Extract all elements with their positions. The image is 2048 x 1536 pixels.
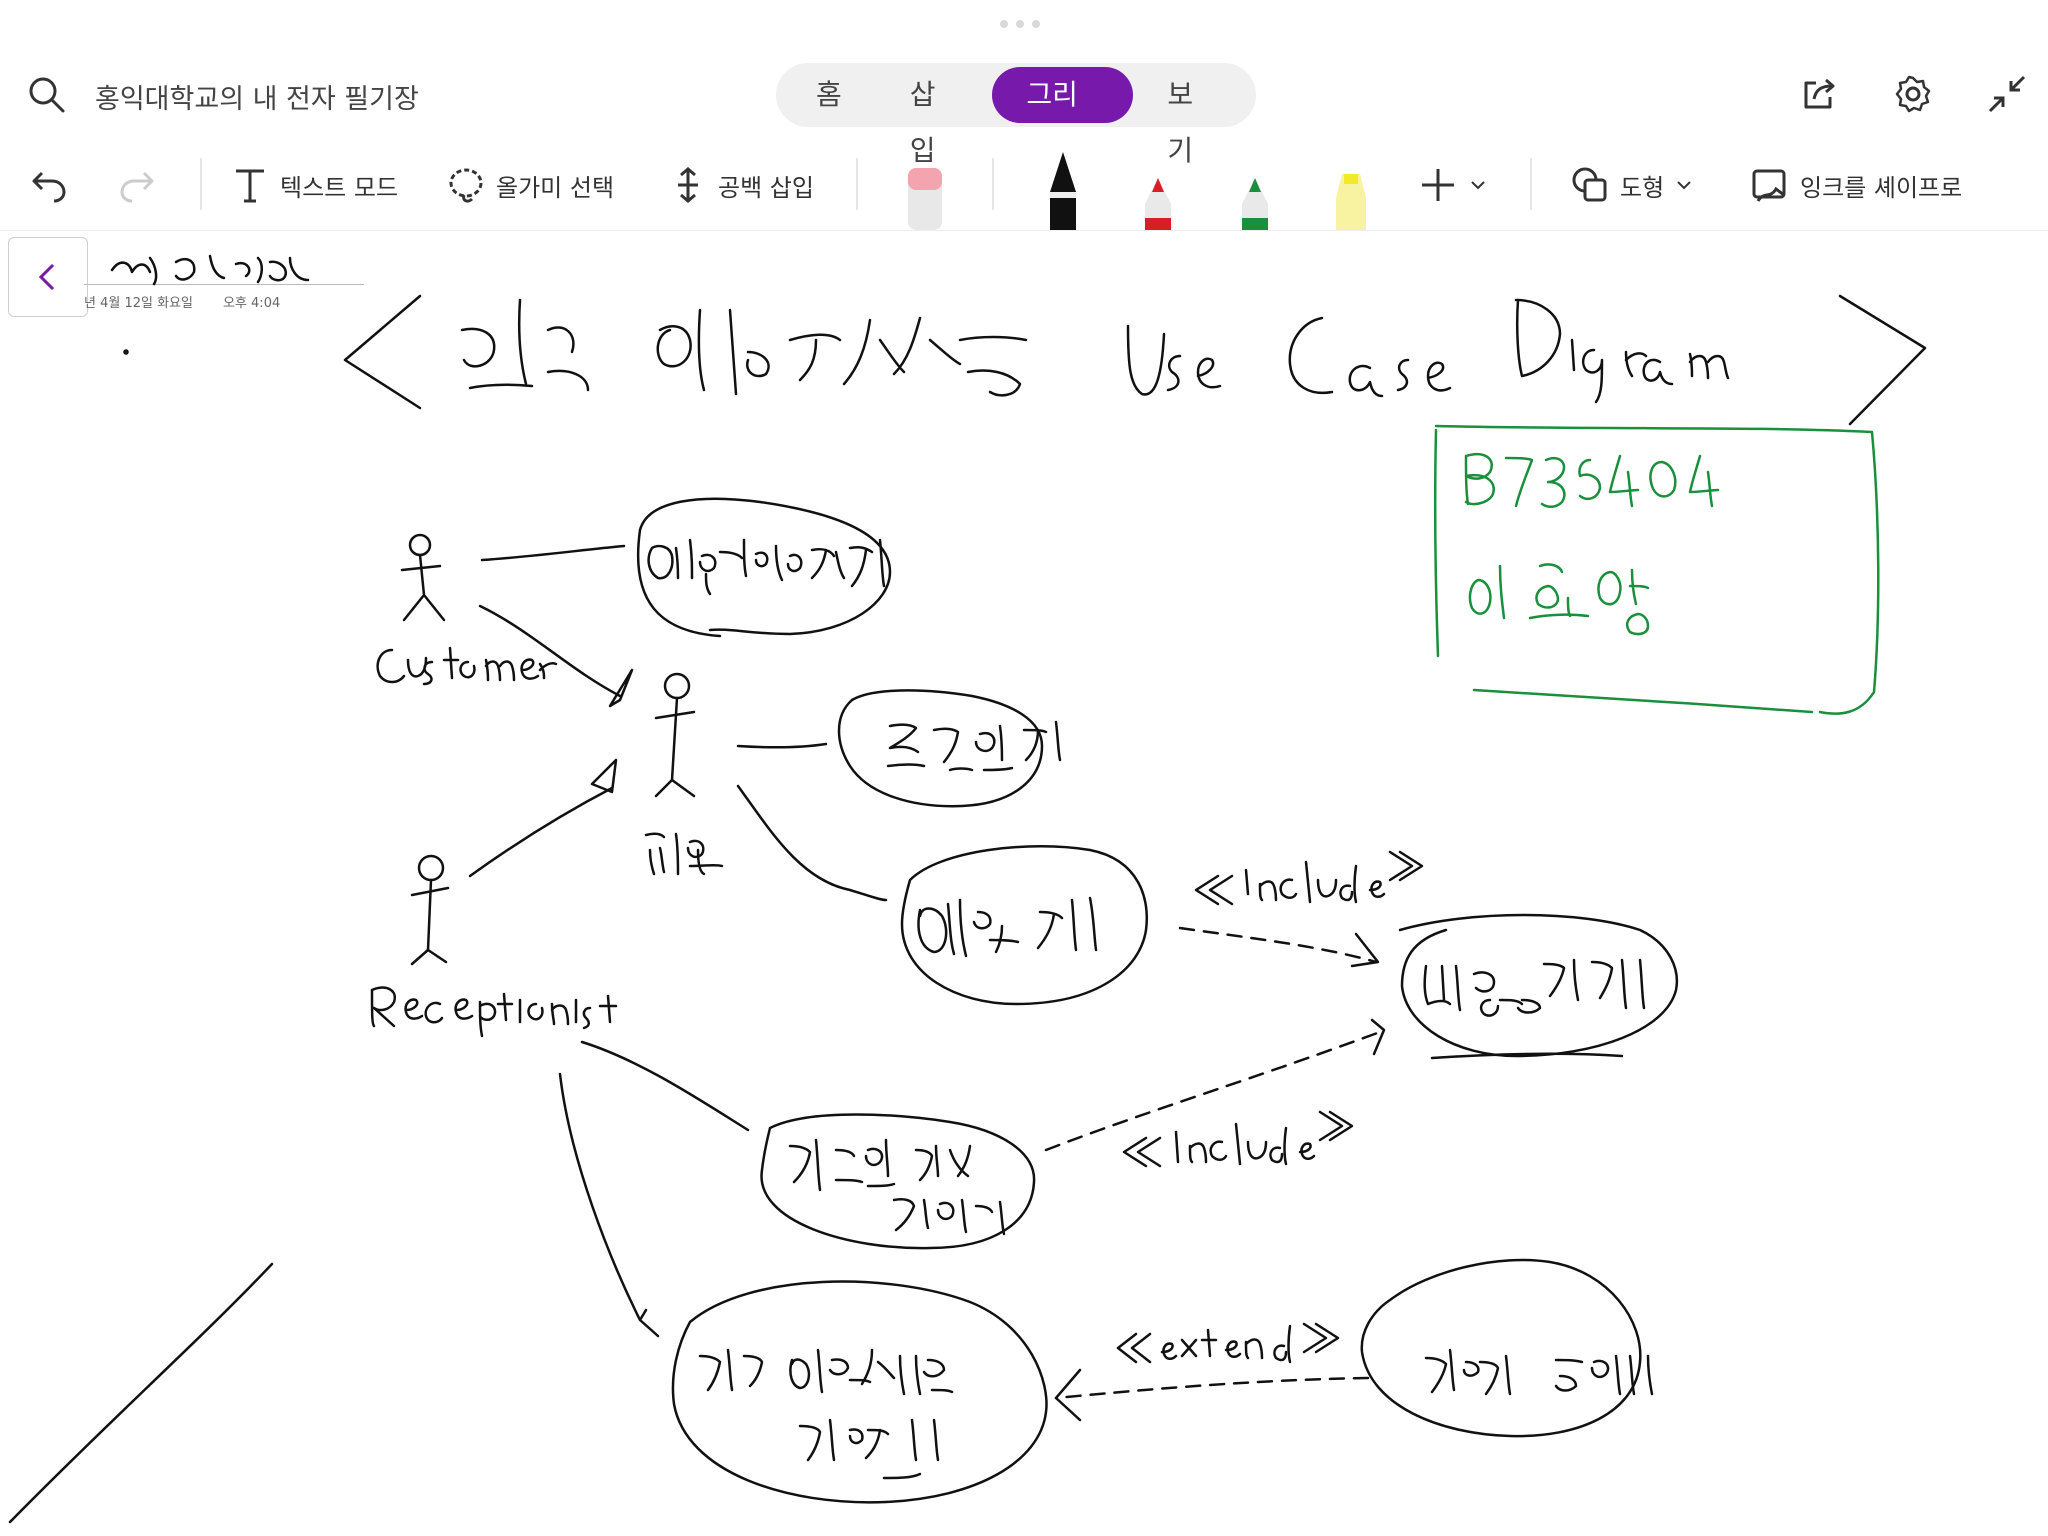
ink-to-shape-icon [1752,169,1786,202]
top-right-actions [1798,73,2028,115]
usecase-make-reservation-ellipse [900,845,1148,1006]
lasso-select-label: 올가미 선택 [496,173,615,202]
generalization-customer-member [478,604,622,698]
actor-customer-figure [400,533,446,622]
gear-icon[interactable] [1892,73,1934,115]
actor-customer-label [376,646,558,686]
include-arrowhead-2 [1370,1018,1386,1056]
ink-dot [123,349,129,355]
black-pen-icon[interactable] [1040,148,1086,230]
usecase-make-reservation-text [917,896,1098,958]
insert-space-button[interactable]: 공백 삽입 [668,140,814,230]
include-arrowhead-1 [1350,932,1380,968]
ink-canvas[interactable] [0,230,2048,1536]
generalization-receptionist-member [468,786,614,878]
insert-space-icon [678,167,698,203]
title-bracket-right [1838,294,1927,426]
usecase-check-in-ellipse [760,1113,1036,1250]
usecase-charge-extra-ellipse [1360,1258,1642,1438]
assoc-member-login [736,742,828,749]
text-mode-label: 텍스트 모드 [280,173,399,202]
assoc-receptionist-checkout [558,1072,660,1338]
red-pen-icon[interactable] [1135,148,1181,230]
chevron-down-icon [1471,181,1485,190]
usecase-check-out-text [698,1348,954,1480]
lasso-icon [449,168,483,203]
shapes-button[interactable]: 도형 [1570,140,1694,230]
draw-toolbar: 텍스트 모드 올가미 선택 공백 삽입 [0,140,2048,231]
actor-receptionist-label [370,986,618,1038]
usecase-check-room-ellipse [1398,913,1679,1058]
collapse-icon[interactable] [1986,73,2028,115]
include-label-1 [1194,850,1424,906]
chevron-left-icon [38,263,55,291]
generalization-arrowhead-1 [608,668,634,708]
student-box [1433,424,1880,715]
page-title-ink [110,254,310,286]
actor-receptionist-figure [410,854,450,966]
ink-to-shape-button[interactable]: 잉크를 셰이프로 [1750,140,1962,230]
tab-home[interactable]: 홈 [816,78,842,111]
window-grabber[interactable] [1000,20,1040,28]
student-id-ink [1464,453,1720,508]
usecase-charge-extra-text [1424,1348,1654,1396]
page-title-underline [84,284,364,285]
extend-charge-to-checkout [1054,1376,1370,1400]
assoc-customer-view [480,544,626,562]
ribbon-tabs: 홈 삽입 그리기 보기 [776,63,1256,167]
redo-icon [120,171,154,203]
lasso-select-button[interactable]: 올가미 선택 [446,140,614,230]
share-icon[interactable] [1798,73,1840,115]
shapes-label: 도형 [1620,173,1665,202]
usecase-check-out-ellipse [671,1280,1048,1504]
chevron-down-icon [1677,181,1691,190]
undo-icon [32,171,66,203]
actor-member-figure [654,672,696,798]
text-mode-button[interactable]: 텍스트 모드 [230,140,398,230]
green-pen-icon[interactable] [1232,148,1278,230]
add-pen-button[interactable] [1418,140,1488,230]
redo-button[interactable] [118,140,158,230]
tab-draw[interactable]: 그리기 [992,67,1134,167]
stray-ink-stroke [8,1262,274,1524]
insert-space-label: 공백 삽입 [718,173,814,202]
diagram-title-ink [460,298,1028,397]
assoc-member-reservation [736,784,888,902]
student-name-ink [1468,563,1650,636]
generalization-arrowhead-2 [590,758,618,794]
back-button[interactable] [8,237,88,317]
page-timestamp: 년 4월 12일 화요일 오후 4:04 [84,292,280,311]
shapes-icon [1572,167,1607,202]
plus-icon [1422,169,1454,201]
extend-arrowhead [1054,1368,1082,1422]
use-case-diagram-ink [1126,298,1730,404]
page-date: 년 4월 12일 화요일 [84,296,193,311]
include-label-2 [1122,1110,1354,1168]
title-bracket-left [343,294,422,410]
tab-insert[interactable]: 삽입 [909,78,936,167]
top-bar: 홍익대학교의 내 전자 필기장 홈 삽입 그리기 보기 [0,55,2048,167]
eraser-icon[interactable] [902,148,948,230]
usecase-login-ellipse [837,689,1044,808]
usecase-view-reservation-ellipse [636,497,892,638]
yellow-highlighter-icon[interactable] [1328,148,1374,230]
ink-to-shape-label: 잉크를 셰이프로 [1800,173,1963,202]
usecase-login-text [886,720,1062,772]
usecase-view-reservation-text [647,538,886,596]
assoc-receptionist-checkin [580,1040,750,1132]
include-checkin-to-checkroom [1044,1030,1382,1152]
include-reservation-to-checkroom [1178,926,1378,964]
extend-label [1116,1322,1340,1364]
text-icon [236,169,264,203]
actor-member-label [644,832,724,876]
page-time: 오후 4:04 [222,296,281,311]
undo-button[interactable] [28,140,68,230]
usecase-check-room-text [1423,958,1646,1060]
usecase-check-in-text [788,1138,1006,1236]
notebook-title[interactable]: 홍익대학교의 내 전자 필기장 [95,84,419,115]
tab-view[interactable]: 보기 [1167,78,1194,167]
search-icon[interactable] [26,74,66,114]
